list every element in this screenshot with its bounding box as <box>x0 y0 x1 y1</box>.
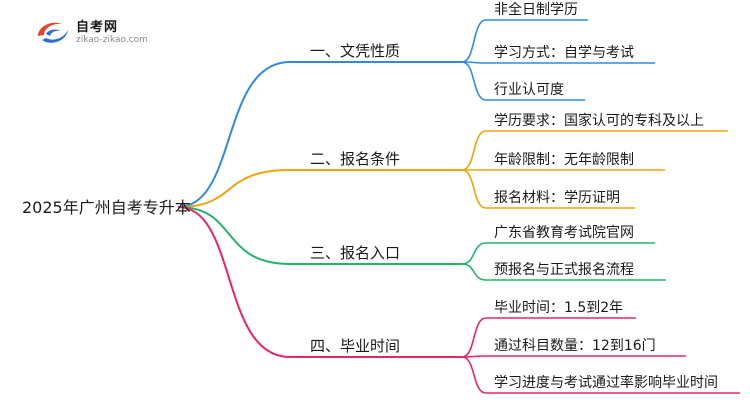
leaf-node-2-3: 报名材料：学历证明 <box>494 190 620 206</box>
logo-swirl-icon <box>38 22 68 43</box>
edges <box>177 19 740 394</box>
edge-branch-2-to-leaf-3 <box>461 169 487 209</box>
logo-title: 自考网 <box>76 20 119 35</box>
edge-branch-4-to-leaf-3 <box>461 356 487 394</box>
leaf-node-3-2: 预报名与正式报名流程 <box>494 262 634 278</box>
edge-root-to-branch-3 <box>177 206 291 265</box>
edge-branch-1-to-leaf-3 <box>461 61 487 101</box>
leaf-node-2-2: 年龄限制：无年龄限制 <box>494 152 634 168</box>
leaf-node-4-2: 通过科目数量：12到16门 <box>494 338 656 354</box>
leaf-node-1-2: 学习方式：自学与考试 <box>494 45 634 61</box>
branch-node-2: 二、报名条件 <box>310 150 400 168</box>
edge-root-to-branch-1 <box>177 61 291 208</box>
branch-node-3: 三、报名入口 <box>310 244 400 262</box>
site-logo[interactable]: 自考网 zikao-zikao.com <box>32 14 162 50</box>
edge-branch-4-to-leaf-1 <box>461 317 487 358</box>
leaf-node-1-3: 行业认可度 <box>494 82 564 98</box>
edge-root-to-branch-2 <box>177 169 291 208</box>
leaf-node-1-1: 非全日制学历 <box>494 1 578 18</box>
leaf-node-3-1: 广东省教育考试院官网 <box>494 225 634 241</box>
logo-domain: zikao-zikao.com <box>76 35 148 45</box>
edge-branch-1-to-leaf-1 <box>461 19 487 63</box>
leaf-node-4-3: 学习进度与考试通过率影响毕业时间 <box>494 374 718 391</box>
edge-root-to-branch-4 <box>177 206 291 358</box>
leaf-node-4-1: 毕业时间：1.5到2年 <box>494 300 623 316</box>
leaf-node-2-1: 学历要求：国家认可的专科及以上 <box>494 112 704 129</box>
root-node: 2025年广州自考专升本 <box>22 198 191 217</box>
edge-branch-3-to-leaf-1 <box>461 242 487 265</box>
nodes: 2025年广州自考专升本 一、文凭性质 非全日制学历学习方式：自学与考试行业认可度二… <box>22 1 718 391</box>
branch-node-1: 一、文凭性质 <box>310 42 400 60</box>
edge-branch-2-to-leaf-1 <box>461 130 487 171</box>
branch-node-4: 四、毕业时间 <box>310 337 400 355</box>
edge-branch-3-to-leaf-2 <box>461 263 487 281</box>
